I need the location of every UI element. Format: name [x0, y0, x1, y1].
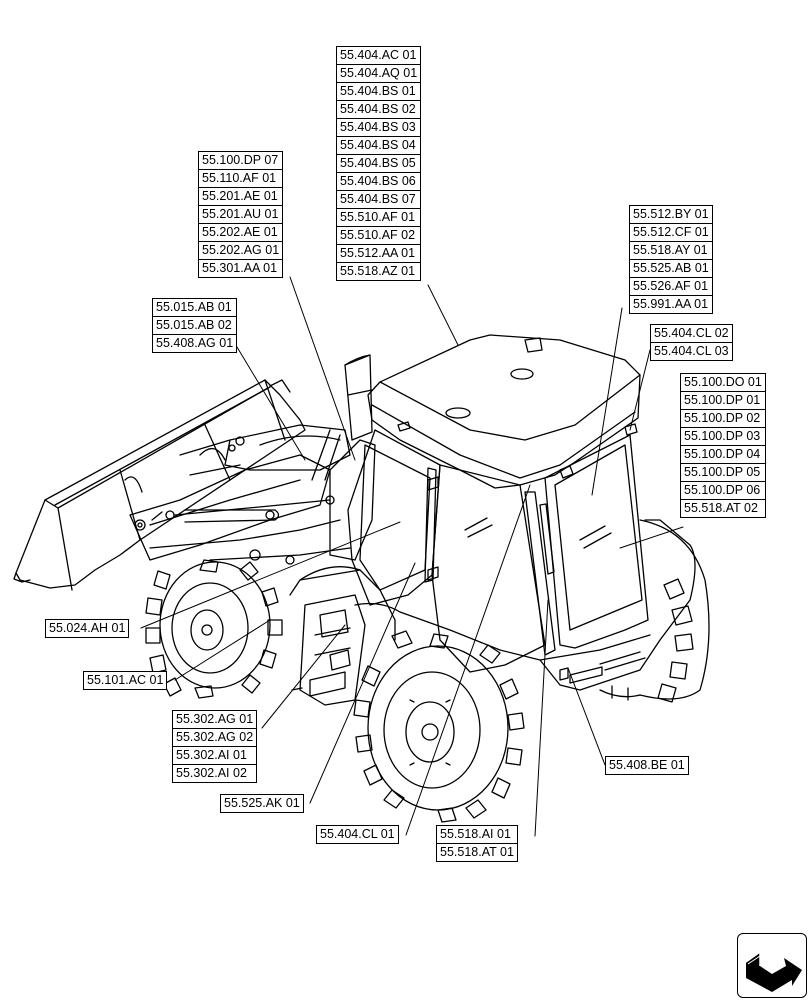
part-ref: 55.404.BS 05 [337, 154, 421, 172]
callout-mirror: 55.404.CL 02 55.404.CL 03 [650, 324, 733, 361]
callout-cab-roof: 55.404.AC 01 55.404.AQ 01 55.404.BS 01 5… [336, 46, 422, 281]
part-ref: 55.404.AC 01 [340, 48, 417, 62]
part-ref: 55.100.DP 05 [681, 463, 765, 481]
callout-upper-left: 55.100.DP 07 55.110.AF 01 55.201.AE 01 5… [198, 151, 284, 278]
steps [291, 594, 366, 706]
part-ref: 55.404.CL 01 [320, 827, 395, 841]
part-ref: 55.015.AB 02 [153, 316, 237, 334]
cab [347, 334, 696, 691]
callout-front-wheel: 55.101.AC 01 [83, 671, 168, 690]
front-wheel [145, 559, 283, 699]
loader-bucket [13, 379, 306, 591]
part-ref: 55.404.BS 07 [337, 190, 421, 208]
part-ref: 55.525.AK 01 [224, 796, 300, 810]
part-ref: 55.404.CL 03 [651, 342, 732, 360]
part-ref: 55.201.AU 01 [199, 205, 283, 223]
part-ref: 55.512.BY 01 [633, 207, 709, 221]
callout-rear: 55.408.BE 01 [605, 756, 689, 775]
part-ref: 55.202.AG 01 [199, 241, 283, 259]
part-ref: 55.100.DP 06 [681, 481, 765, 499]
part-ref: 55.408.AG 01 [153, 334, 237, 352]
part-ref: 55.518.AZ 01 [337, 262, 421, 280]
part-ref: 55.404.BS 04 [337, 136, 421, 154]
part-ref: 55.510.AF 01 [337, 208, 421, 226]
callout-right-mid: 55.100.DO 01 55.100.DP 01 55.100.DP 02 5… [680, 373, 766, 518]
part-ref: 55.110.AF 01 [199, 169, 283, 187]
part-ref: 55.991.AA 01 [630, 295, 712, 313]
part-ref: 55.512.CF 01 [630, 223, 712, 241]
callout-loader: 55.015.AB 01 55.015.AB 02 55.408.AG 01 [152, 298, 238, 353]
exhaust-pipe [344, 354, 373, 441]
part-ref: 55.101.AC 01 [87, 673, 164, 687]
part-ref: 55.100.DO 01 [684, 375, 762, 389]
part-ref: 55.404.BS 02 [337, 100, 421, 118]
callout-door: 55.525.AK 01 [220, 794, 304, 813]
part-ref: 55.100.DP 03 [681, 427, 765, 445]
part-ref: 55.404.BS 03 [337, 118, 421, 136]
part-ref: 55.404.BS 01 [337, 82, 421, 100]
part-ref: 55.510.AF 02 [337, 226, 421, 244]
loader-arms [129, 424, 351, 565]
part-ref: 55.404.CL 02 [654, 326, 729, 340]
part-ref: 55.408.BE 01 [609, 758, 685, 772]
callout-door-lower: 55.404.CL 01 [316, 825, 399, 844]
part-ref: 55.201.AE 01 [199, 187, 283, 205]
part-ref: 55.100.DP 02 [681, 409, 765, 427]
part-ref: 55.525.AB 01 [630, 259, 712, 277]
part-ref: 55.100.DP 04 [681, 445, 765, 463]
part-ref: 55.518.AI 01 [440, 827, 511, 841]
callout-handle: 55.518.AI 01 55.518.AT 01 [436, 825, 518, 862]
part-ref: 55.518.AY 01 [630, 241, 712, 259]
part-ref: 55.404.BS 06 [337, 172, 421, 190]
engine-hood [289, 429, 396, 641]
part-ref: 55.302.AI 02 [173, 764, 257, 782]
rear-left-wheel [353, 630, 525, 823]
next-page-button[interactable] [737, 933, 807, 998]
part-ref: 55.024.AH 01 [49, 621, 126, 635]
part-ref: 55.526.AF 01 [630, 277, 712, 295]
part-ref: 55.015.AB 01 [156, 300, 232, 314]
part-ref: 55.302.AG 02 [173, 728, 257, 746]
part-ref: 55.518.AT 02 [681, 499, 765, 517]
part-ref: 55.302.AG 01 [176, 712, 254, 726]
callout-front-left: 55.024.AH 01 [45, 619, 130, 638]
part-ref: 55.202.AE 01 [199, 223, 283, 241]
part-ref: 55.404.AQ 01 [337, 64, 421, 82]
part-ref: 55.512.AA 01 [337, 244, 421, 262]
callout-right-top: 55.512.BY 01 55.512.CF 01 55.518.AY 01 5… [629, 205, 713, 314]
next-page-arrow-icon [745, 950, 802, 992]
part-ref: 55.100.DP 01 [681, 391, 765, 409]
part-ref: 55.301.AA 01 [199, 259, 283, 277]
callout-step: 55.302.AG 01 55.302.AG 02 55.302.AI 01 5… [172, 710, 258, 783]
part-ref: 55.302.AI 01 [173, 746, 257, 764]
part-ref: 55.100.DP 07 [202, 153, 279, 167]
leader-lines [140, 276, 684, 837]
part-ref: 55.518.AT 01 [437, 843, 517, 861]
rear-right-wheel [599, 519, 710, 703]
